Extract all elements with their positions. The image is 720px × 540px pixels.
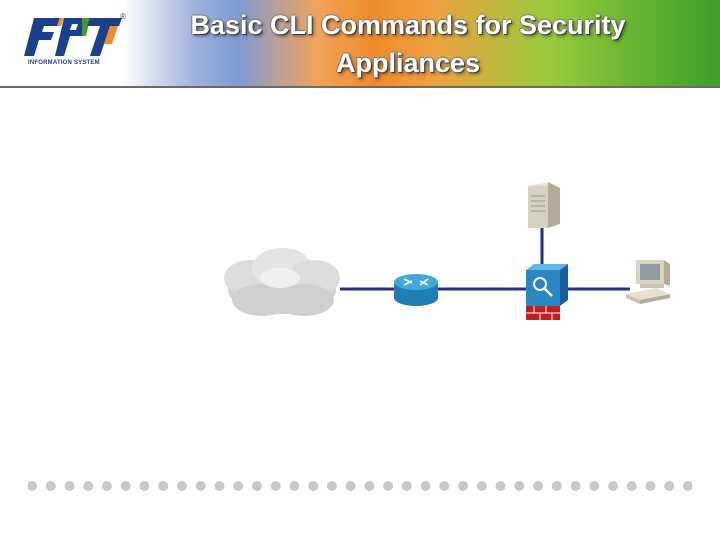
workstation-icon (626, 260, 670, 304)
header-divider (0, 86, 720, 88)
footer-dot (233, 481, 244, 491)
footer-dot (251, 481, 262, 491)
footer-dot (289, 481, 300, 491)
footer-dot (101, 481, 112, 491)
fpt-logo (24, 10, 134, 76)
footer-dot (326, 481, 337, 491)
footer-dot (458, 481, 469, 491)
footer-dot (626, 481, 637, 491)
registered-mark: ® (120, 12, 126, 21)
footer-dot (64, 481, 75, 491)
footer-dot (364, 481, 375, 491)
footer-dot (589, 481, 600, 491)
fpt-logo-icon (24, 18, 122, 56)
footer-dot (158, 481, 169, 491)
network-links (340, 228, 630, 291)
footer-dot (270, 481, 281, 491)
footer-dot (608, 481, 619, 491)
footer-dot (476, 481, 487, 491)
footer-dot (308, 481, 319, 491)
footer-dot (420, 481, 431, 491)
footer-dot (401, 481, 412, 491)
footer-dot-row (28, 481, 692, 491)
slide-title-line-1: Basic CLI Commands for Security (190, 10, 626, 40)
footer-dot (683, 481, 692, 491)
footer-dot (214, 481, 225, 491)
footer-dot (195, 481, 206, 491)
footer-dot (28, 481, 37, 491)
footer-dot (120, 481, 131, 491)
logo-caption: INFORMATION SYSTEM (28, 60, 100, 66)
footer-dot (495, 481, 506, 491)
footer-dot (439, 481, 450, 491)
slide-header: ® INFORMATION SYSTEM Basic CLI Commands … (0, 0, 720, 86)
firewall-icon (526, 264, 568, 320)
server-icon (528, 182, 560, 228)
footer-dot (533, 481, 544, 491)
footer-dot (176, 481, 187, 491)
footer-dot (383, 481, 394, 491)
footer-dot (83, 481, 94, 491)
footer-dot (664, 481, 675, 491)
slide-title: Basic CLI Commands for Security Applianc… (148, 6, 668, 82)
cloud-icon (224, 248, 340, 316)
footer-dot (551, 481, 562, 491)
footer-dot (139, 481, 150, 491)
router-icon (394, 274, 438, 306)
footer-dot (514, 481, 525, 491)
footer-dot (45, 481, 56, 491)
slide-title-line-2: Appliances (335, 48, 481, 78)
footer-dot (345, 481, 356, 491)
network-diagram (224, 182, 670, 320)
footer-dot (645, 481, 656, 491)
footer-dot (570, 481, 581, 491)
